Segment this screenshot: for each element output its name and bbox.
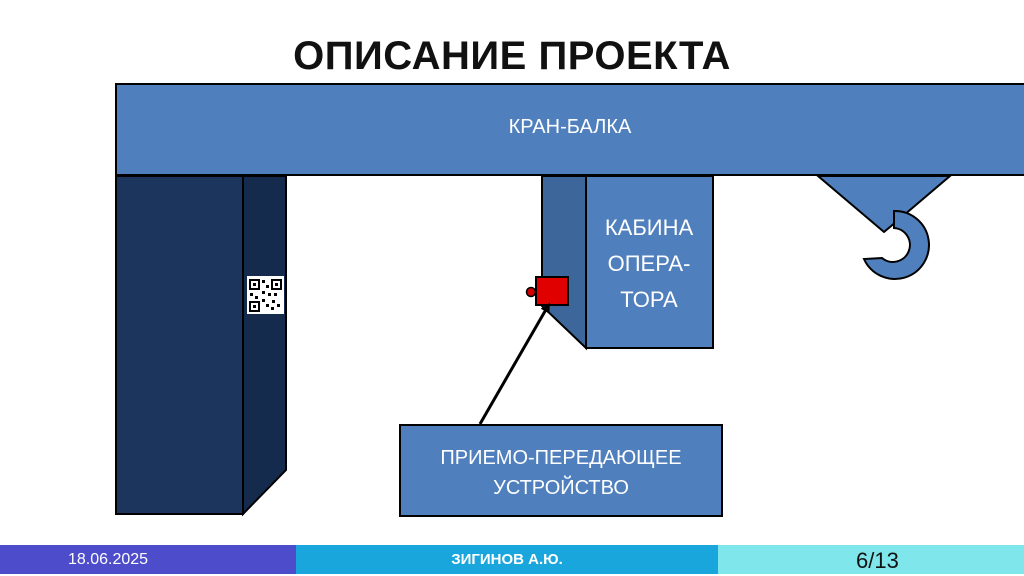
column-front <box>115 175 244 515</box>
transceiver-label-line: УСТРОЙСТВО <box>493 477 629 499</box>
pointer-arrow <box>478 302 550 425</box>
footer-author: ЗИГИНОВ А.Ю. <box>296 545 718 574</box>
crane-beam <box>115 83 1024 176</box>
hook-mount <box>815 175 953 234</box>
cabin-label-line: ОПЕРА- <box>607 251 691 276</box>
footer-date: 18.06.2025 <box>0 545 296 574</box>
hook-icon <box>862 209 930 280</box>
operator-cabin <box>585 175 714 349</box>
transceiver-box <box>399 424 723 517</box>
footer: 18.06.2025 ЗИГИНОВ А.Ю. 6/13 <box>0 545 1024 574</box>
beam-label: КРАН-БАЛКА <box>508 116 632 138</box>
slide-title: ОПИСАНИЕ ПРОЕКТА <box>293 34 731 78</box>
cabin-label-line: ТОРА <box>620 287 678 312</box>
transceiver-label-line: ПРИЕМО-ПЕРЕДАЮЩЕЕ <box>440 447 682 469</box>
transmitter-device <box>535 276 569 306</box>
cabin-label: КАБИНА ОПЕРА- ТОРА <box>586 210 712 318</box>
page-number: 6/13 <box>718 545 1024 574</box>
transceiver-label: ПРИЕМО-ПЕРЕДАЮЩЕЕ УСТРОЙСТВО <box>400 443 722 503</box>
column-side <box>242 175 287 517</box>
cabin-side <box>541 175 587 351</box>
qr-code-icon <box>247 276 284 314</box>
antenna-dot <box>525 286 537 298</box>
cabin-label-line: КАБИНА <box>604 215 694 240</box>
